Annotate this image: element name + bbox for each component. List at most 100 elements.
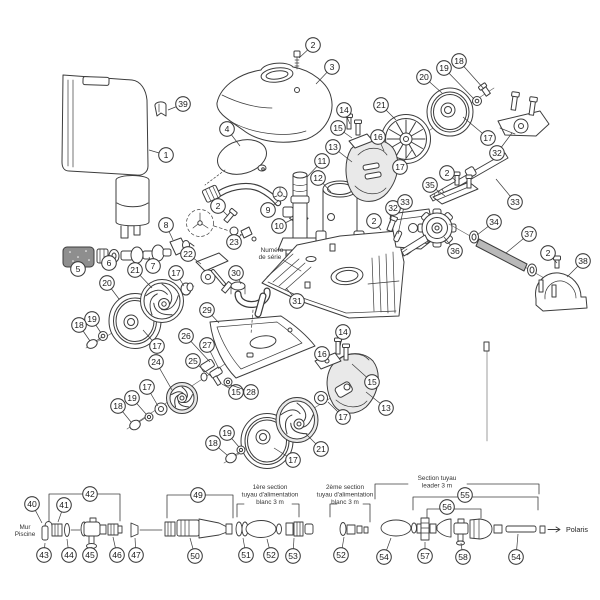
svg-text:50: 50 [190,551,200,561]
part-callout-51: 51 [238,537,254,563]
leader-section-label: Section tuyau [418,475,457,482]
svg-text:8: 8 [164,220,169,230]
svg-text:4: 4 [225,124,230,134]
part-callout-1: 1 [148,147,174,163]
svg-text:16: 16 [373,132,383,142]
svg-text:39: 39 [178,99,188,109]
part-callout-19: 19 [436,60,475,100]
svg-text:49: 49 [193,490,203,500]
part-callout-14: 14 [335,324,351,348]
part-callout-19: 19 [84,311,102,334]
svg-text:16: 16 [317,349,327,359]
part-clip [154,101,167,117]
svg-text:51: 51 [241,550,251,560]
part-callout-39: 39 [167,96,191,112]
svg-text:57: 57 [420,551,430,561]
hose-section-2-label: blanc 3 m [331,499,359,506]
part-callout-32: 32 [385,200,401,224]
svg-text:27: 27 [202,340,212,350]
part-callout-13: 13 [365,391,394,416]
part-callout-21: 21 [373,97,397,121]
svg-text:12: 12 [313,173,323,183]
svg-text:42: 42 [85,489,95,499]
svg-text:11: 11 [318,156,327,166]
svg-text:26: 26 [181,331,191,341]
svg-text:30: 30 [231,268,241,278]
hose-section-1-label: tuyau d'alimentation [242,492,299,499]
part-callout-23: 23 [226,234,242,250]
part-callout-40: 40 [24,496,43,524]
part-callout-52: 52 [263,538,279,563]
part-callout-34: 34 [476,214,502,236]
svg-text:10: 10 [274,221,284,231]
part-float [204,139,267,186]
svg-text:33: 33 [510,197,520,207]
svg-text:1: 1 [164,150,169,160]
part-callout-2: 2 [366,213,382,231]
part-callout-56: 56 [439,499,455,515]
part-callout-2: 2 [540,245,558,264]
part-callout-42: 42 [82,486,98,502]
svg-text:33: 33 [400,197,410,207]
part-callout-4: 4 [219,121,241,147]
svg-text:22: 22 [183,249,193,259]
svg-text:35: 35 [425,180,435,190]
part-callout-38: 38 [566,253,591,278]
svg-text:52: 52 [266,550,276,560]
part-callout-26: 26 [178,328,211,363]
part-callout-17: 17 [168,265,185,287]
part-callout-20: 20 [416,69,443,94]
svg-text:2: 2 [311,40,316,50]
part-callout-17: 17 [139,379,159,407]
svg-text:32: 32 [492,148,502,158]
callouts-layer: 2339141819202114151613171732332351112910… [24,37,591,565]
part-callout-17: 17 [392,149,413,175]
part-callout-5: 5 [70,261,86,277]
part-callout-30: 30 [228,265,244,285]
serial-number-label: de série [259,254,282,261]
svg-text:58: 58 [458,552,468,562]
part-callout-18: 18 [110,398,132,423]
svg-text:21: 21 [316,444,326,454]
svg-text:6: 6 [107,258,112,268]
svg-text:17: 17 [483,133,493,143]
part-callout-58: 58 [455,542,471,565]
svg-text:38: 38 [578,256,588,266]
svg-text:21: 21 [376,100,386,110]
part-callout-33: 33 [495,178,523,210]
svg-text:28: 28 [246,387,256,397]
part-shaft-housing [448,223,588,312]
part-callout-19: 19 [124,390,147,415]
part-callout-2: 2 [439,165,457,182]
svg-text:2: 2 [372,216,377,226]
part-callout-44: 44 [61,538,77,563]
part-callout-2: 2 [210,198,229,217]
part-callout-21: 21 [305,433,329,457]
svg-text:18: 18 [113,401,123,411]
part-callout-50: 50 [187,537,203,564]
part-callout-14: 14 [336,102,352,125]
svg-text:45: 45 [85,550,95,560]
svg-text:44: 44 [64,550,74,560]
part-callout-24: 24 [148,354,173,391]
svg-text:20: 20 [102,278,112,288]
part-turbine-blade-top [345,113,399,202]
part-top-cover [216,50,333,143]
svg-text:36: 36 [450,246,460,256]
svg-text:46: 46 [112,550,122,560]
part-callout-6: 6 [101,255,117,271]
part-hose-train [41,517,561,549]
part-callout-31: 31 [285,287,305,309]
part-callout-9: 9 [260,199,280,218]
svg-text:56: 56 [442,502,452,512]
svg-text:18: 18 [74,320,84,330]
part-callout-15: 15 [221,383,244,400]
wall-label: Piscine [15,531,36,538]
part-callout-11: 11 [306,153,330,178]
svg-text:17: 17 [142,382,152,392]
hose-section-1-label: 1ère section [253,484,288,491]
svg-text:2: 2 [216,201,221,211]
part-callout-52: 52 [333,536,349,563]
svg-text:41: 41 [59,500,69,510]
